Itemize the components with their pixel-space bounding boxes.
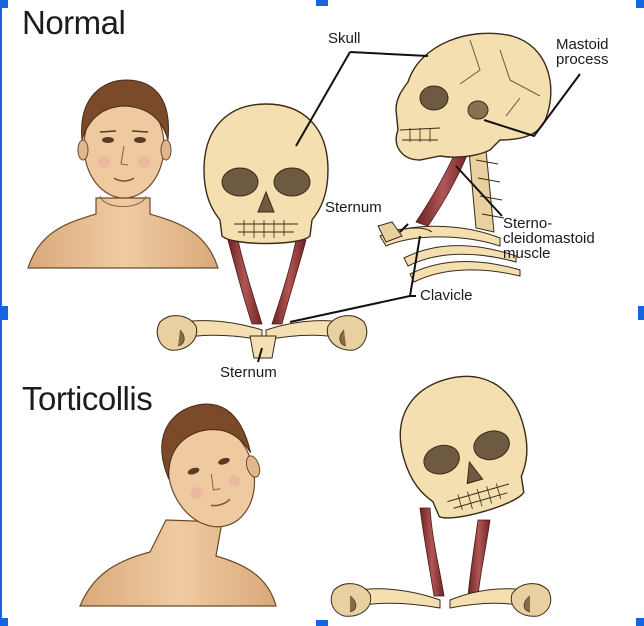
label-scm-line1: Sterno- [503, 215, 553, 232]
frame-marker [316, 620, 328, 626]
frame-marker [0, 0, 8, 8]
label-mastoid-process: Mastoid process [556, 37, 609, 67]
label-sternum-side: Sternum [325, 199, 382, 216]
frame-marker [636, 0, 644, 8]
label-scm-line2: cleidomastoid [503, 230, 595, 247]
normal-front-skull [156, 103, 368, 359]
normal-person-portrait [27, 79, 219, 269]
label-scm-line3: muscle [503, 245, 551, 262]
label-sternocleidomastoid: Sterno- cleidomastoid muscle [503, 216, 595, 261]
frame-marker [0, 618, 8, 626]
normal-heading: Normal [22, 4, 126, 41]
frame-marker [638, 306, 644, 320]
label-sternum-front: Sternum [220, 364, 277, 381]
sternum-side-leader [399, 223, 409, 233]
torticollis-person-portrait [79, 403, 277, 607]
sternum-front-leader [257, 347, 263, 363]
clavicle-leader-side [408, 235, 421, 297]
clavicle-leader-front [289, 295, 411, 323]
leader-lines [257, 51, 581, 363]
label-mastoid-line2: process [556, 51, 609, 68]
skull-leader-front [295, 51, 351, 147]
label-mastoid-line1: Mastoid [556, 36, 609, 53]
frame-marker [0, 306, 8, 320]
label-skull: Skull [328, 30, 361, 47]
label-clavicle: Clavicle [420, 287, 473, 304]
torticollis-skeleton [330, 375, 552, 617]
skull-leader-side [349, 51, 429, 57]
frame-edge [0, 0, 2, 626]
frame-marker [316, 0, 328, 6]
scm-leader [455, 165, 503, 217]
mastoid-leader [483, 73, 581, 138]
frame-marker [636, 618, 644, 626]
torticollis-heading: Torticollis [22, 380, 153, 417]
